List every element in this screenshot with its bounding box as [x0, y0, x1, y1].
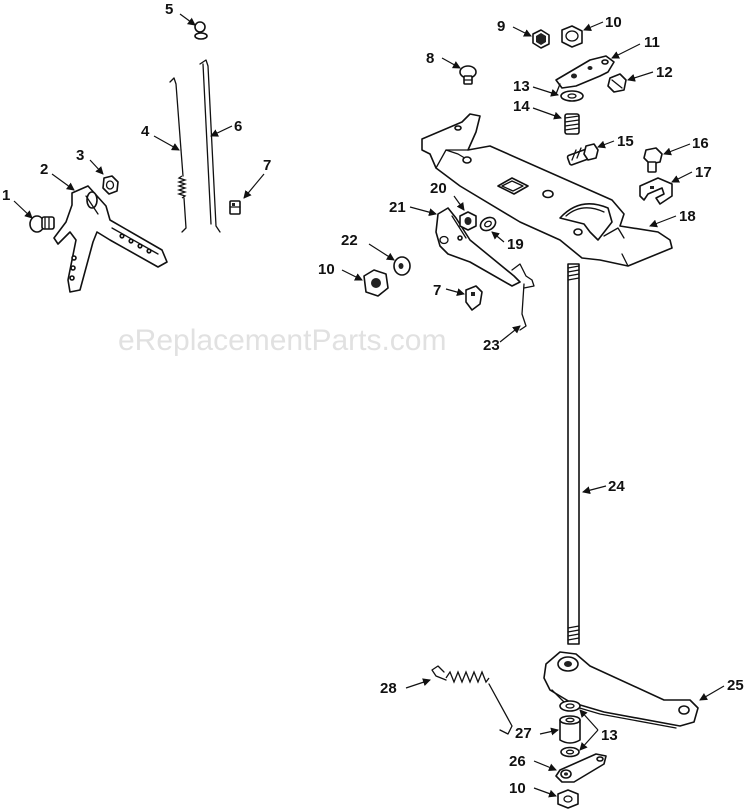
part-5-fastener	[194, 21, 208, 40]
part-7-clip-middle	[465, 285, 483, 311]
part-2-lever-bracket	[53, 185, 168, 293]
callout-11: 11	[644, 34, 660, 51]
part-27-spacer	[559, 715, 581, 744]
part-23-wire-link	[511, 263, 535, 331]
callout-13-top: 13	[513, 78, 530, 95]
part-13-washer-lower	[559, 700, 581, 758]
callout-24: 24	[608, 478, 625, 495]
part-20-nut	[459, 211, 477, 231]
callout-7-middle: 7	[433, 282, 441, 299]
part-3-nut	[102, 175, 119, 195]
callout-4: 4	[141, 123, 150, 140]
callout-16: 16	[692, 135, 709, 152]
part-10-nut-middle	[363, 269, 389, 297]
part-1-bolt	[29, 215, 55, 233]
callout-17: 17	[695, 164, 712, 181]
part-16-bolt	[643, 147, 663, 173]
part-24-threaded-rod	[567, 263, 580, 645]
part-13-washer-top	[560, 90, 584, 102]
part-10-nut-bottom	[557, 789, 579, 809]
callout-10-bottom: 10	[509, 780, 526, 797]
part-19-washer	[479, 216, 497, 232]
part-4-link-wire	[169, 77, 188, 233]
callout-10-top: 10	[605, 14, 622, 31]
callout-6: 6	[234, 118, 242, 135]
part-7-clip-left	[229, 200, 241, 215]
part-26-small-arm	[555, 753, 607, 783]
part-17-clip	[639, 177, 673, 205]
callout-7-left: 7	[263, 157, 271, 174]
part-25-lower-plate	[543, 651, 699, 729]
part-15-screw	[566, 143, 599, 166]
callout-12: 12	[656, 64, 673, 81]
part-28-spring	[431, 665, 513, 735]
callout-18: 18	[679, 208, 696, 225]
callout-28: 28	[380, 680, 397, 697]
part-8-screw	[459, 65, 477, 85]
callout-1: 1	[2, 187, 10, 204]
part-9-nut	[532, 29, 550, 49]
part-12-screw	[607, 73, 627, 93]
watermark-text: eReplacementParts.com	[118, 324, 446, 357]
callout-20: 20	[430, 180, 447, 197]
callout-22: 22	[341, 232, 358, 249]
callout-9: 9	[497, 18, 505, 35]
callout-23: 23	[483, 337, 500, 354]
part-18-control-bracket	[421, 113, 673, 267]
part-21-bracket-arm	[435, 207, 521, 287]
part-11-lever-plate	[555, 55, 615, 95]
callout-14: 14	[513, 98, 530, 115]
callout-10-middle: 10	[318, 261, 335, 278]
part-22-flat-washer	[393, 256, 411, 276]
callout-27: 27	[515, 725, 532, 742]
callout-13-lower: 13	[601, 727, 618, 744]
callout-8: 8	[426, 50, 434, 67]
callout-3: 3	[76, 147, 84, 164]
part-6-rod	[199, 59, 221, 233]
callout-15: 15	[617, 133, 634, 150]
callout-2: 2	[40, 161, 48, 178]
part-14-spring	[564, 113, 580, 135]
callout-19: 19	[507, 236, 524, 253]
callout-25: 25	[727, 677, 744, 694]
callout-21: 21	[389, 199, 406, 216]
part-10-nut-top	[561, 25, 583, 48]
callout-5: 5	[165, 1, 173, 18]
callout-26: 26	[509, 753, 526, 770]
